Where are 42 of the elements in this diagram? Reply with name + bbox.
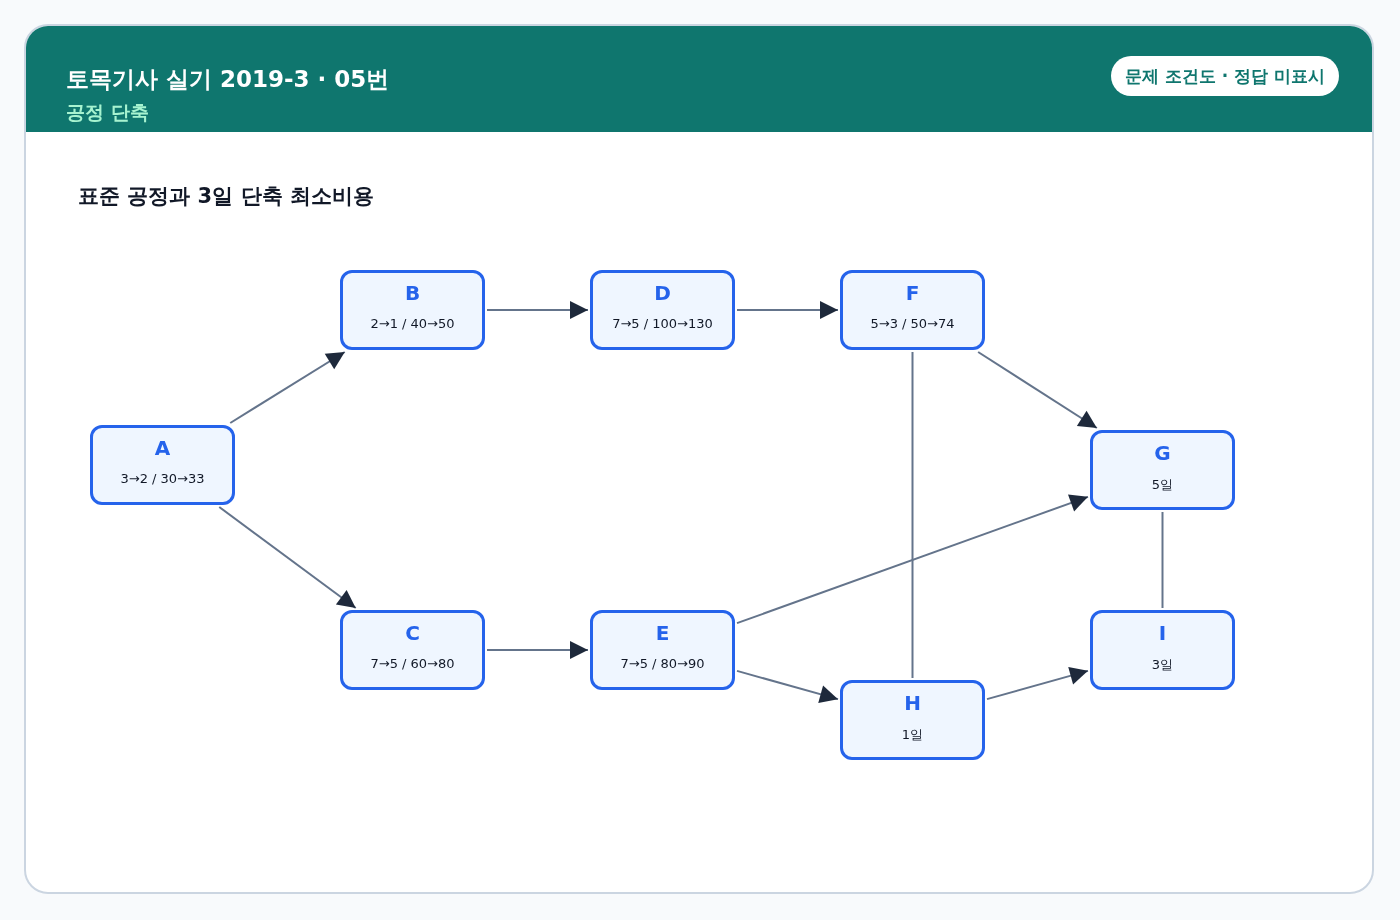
activity-box xyxy=(90,425,235,505)
activity-values: 7→5 / 60→80 xyxy=(370,656,455,671)
activity-name: F xyxy=(905,281,920,305)
activity-values: 3일 xyxy=(1151,656,1174,674)
activity-values: 5→3 / 50→74 xyxy=(870,316,955,331)
connector-line xyxy=(1161,511,1164,609)
activity-values: 2→1 / 40→50 xyxy=(370,316,455,331)
arrow xyxy=(486,301,589,319)
arrow xyxy=(977,351,1098,429)
activity-name: C xyxy=(405,621,420,645)
activity-box xyxy=(1090,430,1235,510)
arrow xyxy=(736,669,839,703)
activity-box xyxy=(840,270,985,350)
connector-line xyxy=(911,351,914,679)
section-heading: 표준 공정과 3일 단축 최소비용 xyxy=(78,183,374,210)
activity-box xyxy=(840,680,985,760)
arrow xyxy=(736,494,1089,625)
activity-name: E xyxy=(655,621,670,645)
arrow xyxy=(218,506,357,609)
activity-values: 7→5 / 80→90 xyxy=(620,656,705,671)
activity-values: 7→5 / 100→130 xyxy=(612,316,713,331)
activity-values: 5일 xyxy=(1151,476,1174,494)
activity-name: G xyxy=(1154,441,1171,465)
subtitle: 공정 단축 xyxy=(66,100,149,125)
arrow xyxy=(986,667,1089,701)
activity-name: H xyxy=(904,691,921,715)
activity-name: D xyxy=(654,281,671,305)
title: 토목기사 실기 2019-3 · 05번 xyxy=(66,65,390,94)
activity-box xyxy=(590,610,735,690)
arrow xyxy=(486,641,589,659)
arrow xyxy=(736,301,839,319)
activity-values: 1일 xyxy=(901,726,924,744)
activity-box xyxy=(340,270,485,350)
activity-name: I xyxy=(1158,621,1167,645)
arrow xyxy=(229,351,346,424)
activity-values: 3→2 / 30→33 xyxy=(120,471,205,486)
activity-box xyxy=(1090,610,1235,690)
status-badge: 문제 조건도 · 정답 미표시 xyxy=(1111,56,1339,96)
activity-box xyxy=(340,610,485,690)
activity-box xyxy=(590,270,735,350)
activity-name: B xyxy=(404,281,421,305)
activity-name: A xyxy=(154,436,171,460)
